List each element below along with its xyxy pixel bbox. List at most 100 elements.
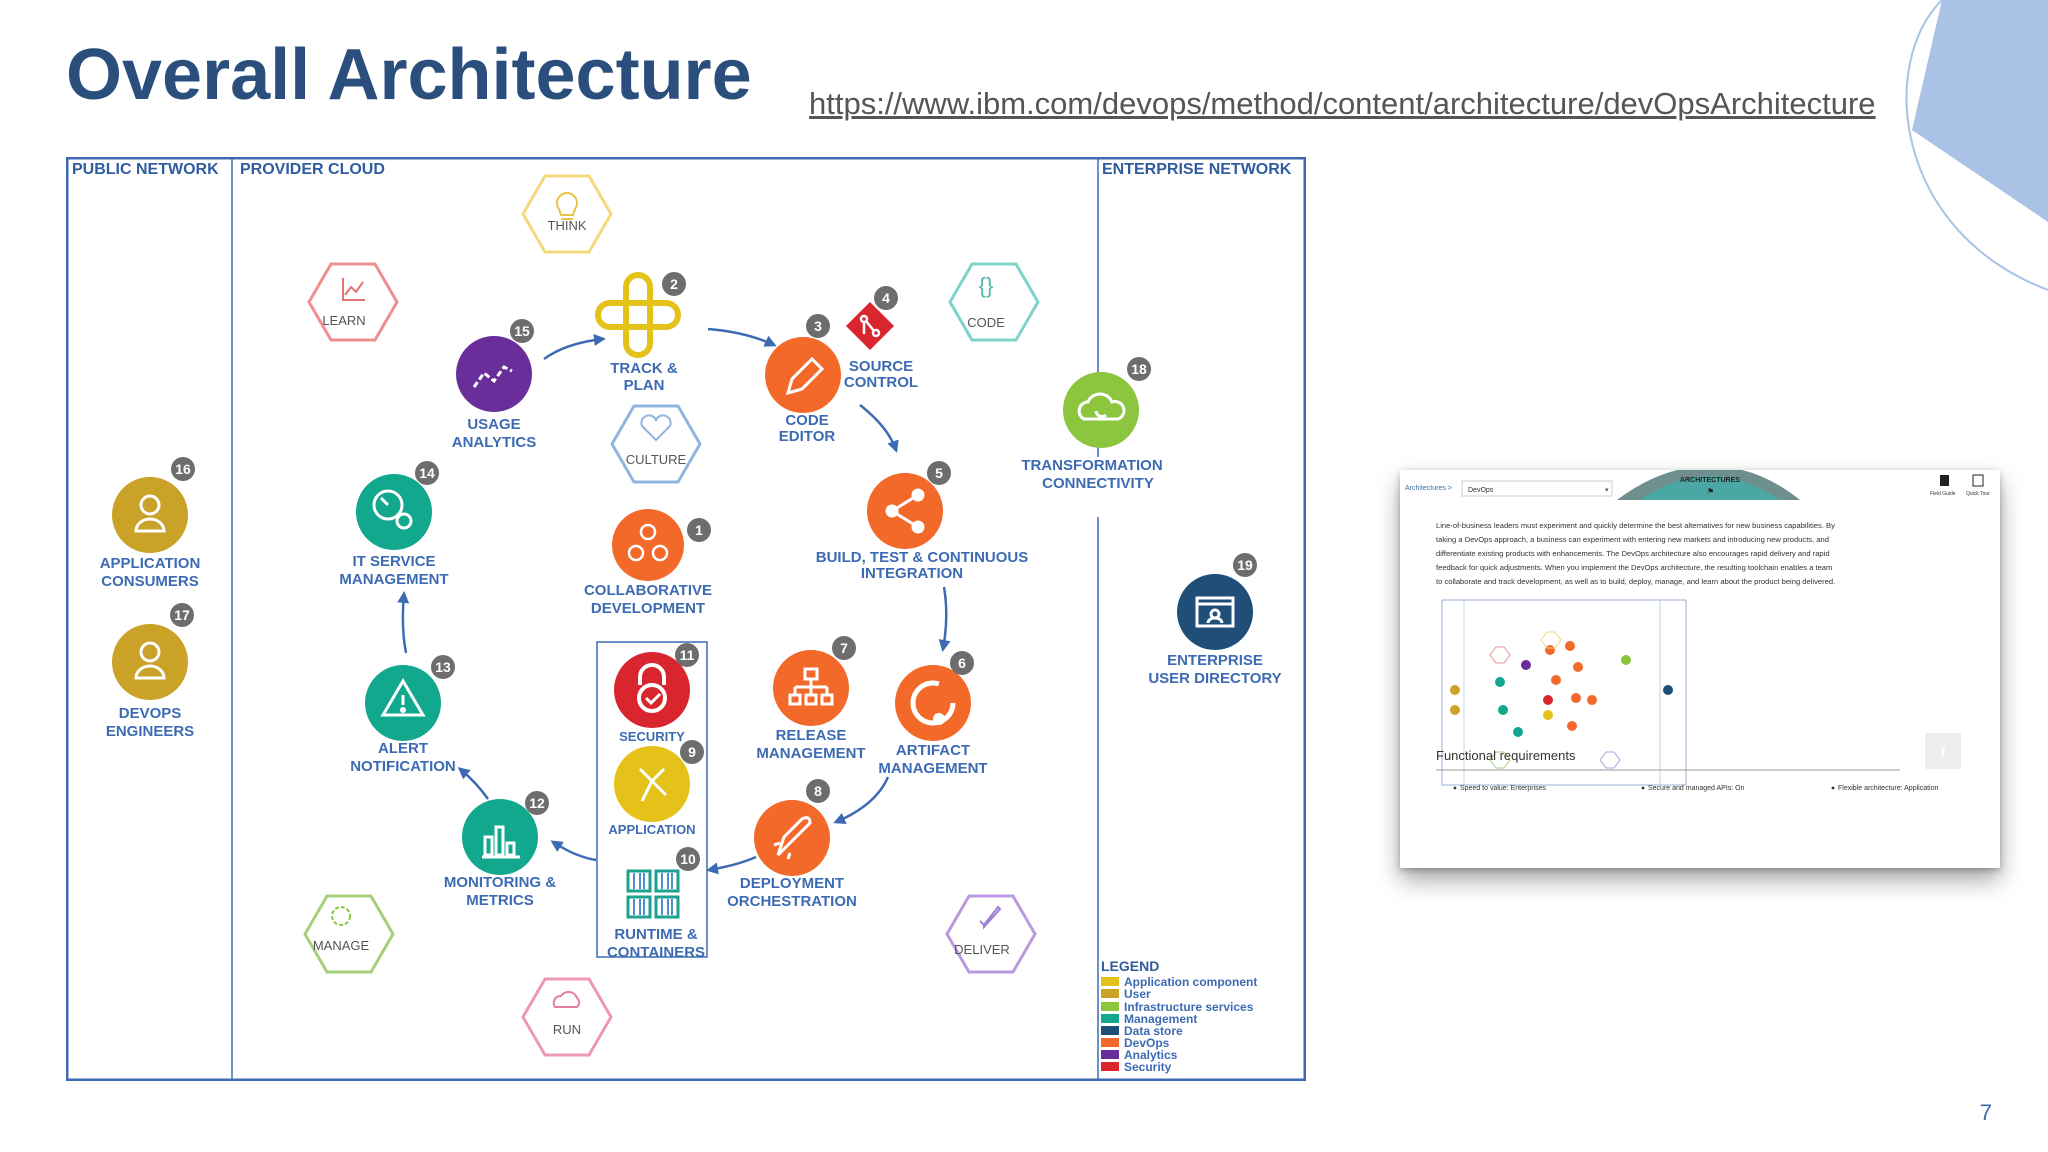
legend-item: DevOps [1101,1036,1170,1050]
component-deployment-orchestration[interactable]: 8 DEPLOYMENT ORCHESTRATION [727,779,857,910]
svg-text:DEVOPS: DEVOPS [119,705,182,722]
component-monitoring-metrics[interactable]: 12 MONITORING & METRICS [444,791,556,909]
banner-title: ARCHITECTURES [1680,477,1740,484]
component-code-editor[interactable]: 3 CODE EDITOR [765,314,841,445]
phase-manage: MANAGE [303,894,395,974]
svg-text:DevOps: DevOps [1124,1036,1170,1050]
legend-item: Analytics [1101,1048,1178,1062]
arrow-editor-to-build [859,404,899,453]
chevron-down-icon: ▾ [1605,487,1609,494]
component-security[interactable]: 11 SECURITY [614,643,699,744]
field-guide-label[interactable]: Field Guide [1930,491,1956,497]
svg-text:IT SERVICE: IT SERVICE [352,553,435,570]
component-application[interactable]: 9 APPLICATION [608,740,704,837]
component-release-management[interactable]: 7 RELEASE MANAGEMENT [756,636,866,762]
svg-text:TRACK &: TRACK & [610,360,678,377]
phase-deliver: DELIVER [945,894,1037,974]
svg-text:10: 10 [680,851,696,867]
legend: LEGEND Application component User Infras… [1101,958,1257,1074]
compass-icon [638,767,668,802]
svg-text:15: 15 [514,323,530,339]
svg-text:LEARN: LEARN [322,313,365,328]
svg-text:CODE: CODE [785,412,828,429]
svg-text:THINK: THINK [548,218,587,233]
svg-text:2: 2 [670,276,678,292]
component-enterprise-user-directory[interactable]: 19 ENTERPRISE USER DIRECTORY [1148,553,1282,687]
arrow-deploy-to-runtime [706,855,757,875]
svg-text:CONTROL: CONTROL [844,374,918,391]
rocket-icon [979,905,1002,930]
svg-text:9: 9 [688,744,696,760]
svg-text:RELEASE: RELEASE [776,727,847,744]
svg-text:User: User [1124,987,1151,1001]
svg-text:13: 13 [435,659,451,675]
svg-text:COLLABORATIVE: COLLABORATIVE [584,582,712,599]
svg-text:5: 5 [935,465,943,481]
legend-item: Application component [1101,975,1257,989]
gear-icon [933,713,945,725]
arrow-monitoring-to-alert [457,767,490,800]
svg-text:CONTAINERS: CONTAINERS [607,944,705,961]
svg-text:CONNECTIVITY: CONNECTIVITY [1042,475,1154,492]
zone-label-enterprise: ENTERPRISE NETWORK [1102,161,1292,178]
cloud-icon [552,991,580,1008]
breadcrumb[interactable]: Architectures > [1405,485,1452,492]
component-source-control[interactable]: 4 SOURCE CONTROL [844,286,918,391]
cloud-sync-icon [1077,392,1126,421]
svg-text:19: 19 [1237,557,1253,573]
component-artifact-management[interactable]: 6 ARTIFACT MANAGEMENT [878,651,988,777]
runtime-group-box [596,641,708,958]
svg-text:17: 17 [174,607,190,623]
field-guide-icon[interactable] [1940,475,1949,486]
svg-text:8: 8 [814,783,822,799]
svg-text:Management: Management [1124,1012,1197,1026]
svg-text:RUNTIME &: RUNTIME & [614,926,697,943]
svg-text:11: 11 [680,647,695,663]
analytics-line-icon [472,365,513,388]
requirement-item: Secure and managed APIs: On [1648,785,1745,792]
svg-text:DEVELOPMENT: DEVELOPMENT [591,600,705,617]
description-line: Line-of-business leaders must experiment… [1436,521,1835,530]
svg-text:CULTURE: CULTURE [626,452,687,467]
component-collaborative-development[interactable]: 1 COLLABORATIVE DEVELOPMENT [584,509,712,617]
svg-text:SECURITY: SECURITY [619,729,685,744]
slide-title: Overall Architecture [66,35,752,115]
component-usage-analytics[interactable]: 15 USAGE ANALYTICS [452,319,536,451]
svg-text:BUILD, TEST & CONTINUOUS: BUILD, TEST & CONTINUOUS [816,549,1029,566]
source-link[interactable]: https://www.ibm.com/devops/method/conten… [809,86,1876,121]
svg-text:INTEGRATION: INTEGRATION [861,565,963,582]
banner-accent [1640,476,1780,500]
scroll-top-button[interactable] [1925,733,1961,769]
component-devops-engineers[interactable]: 17 DEVOPS ENGINEERS [106,603,194,740]
component-alert-notification[interactable]: 13 ALERT NOTIFICATION [350,655,456,775]
svg-text:APPLICATION: APPLICATION [608,822,695,837]
legend-item: Infrastructure services [1101,1000,1254,1014]
component-it-service-management[interactable]: 14 IT SERVICE MANAGEMENT [339,461,449,588]
git-branch-icon [859,314,881,338]
arrow-analytics-to-track [543,334,606,361]
svg-text:ENGINEERS: ENGINEERS [106,723,194,740]
component-runtime-containers[interactable]: 10 RUNTIME & CONTAINERS [607,847,705,961]
svg-text:USAGE: USAGE [467,416,520,433]
svg-text:1: 1 [695,522,703,538]
svg-text:MANAGEMENT: MANAGEMENT [878,760,987,777]
svg-text:CONSUMERS: CONSUMERS [101,573,199,590]
user-icon [134,641,166,680]
architecture-diagram: PUBLIC NETWORK PROVIDER CLOUD ENTERPRISE… [66,157,1306,1081]
quick-tour-icon[interactable] [1972,474,1984,487]
description-line: differentiate existing products with enh… [1436,549,1830,558]
svg-text:Infrastructure services: Infrastructure services [1124,1000,1254,1014]
legend-item: Security [1101,1060,1172,1074]
svg-text:APPLICATION: APPLICATION [100,555,201,572]
requirement-item: Speed to value: Enterprises [1460,785,1546,792]
svg-text:ALERT: ALERT [378,740,428,757]
architecture-select[interactable] [1461,480,1613,497]
component-application-consumers[interactable]: 16 APPLICATION CONSUMERS [100,457,201,590]
component-track-and-plan[interactable]: 2 TRACK & PLAN [595,272,686,394]
arrow-artifact-to-deploy [833,776,890,824]
svg-text:14: 14 [419,465,435,481]
phase-think: THINK [521,174,613,254]
component-transformation-connectivity[interactable]: 18 TRANSFORMATION CONNECTIVITY [1021,357,1163,492]
component-build-test-ci[interactable]: 5 BUILD, TEST & CONTINUOUS INTEGRATION [816,461,1029,582]
flag-icon: ⚑ [1707,487,1714,496]
